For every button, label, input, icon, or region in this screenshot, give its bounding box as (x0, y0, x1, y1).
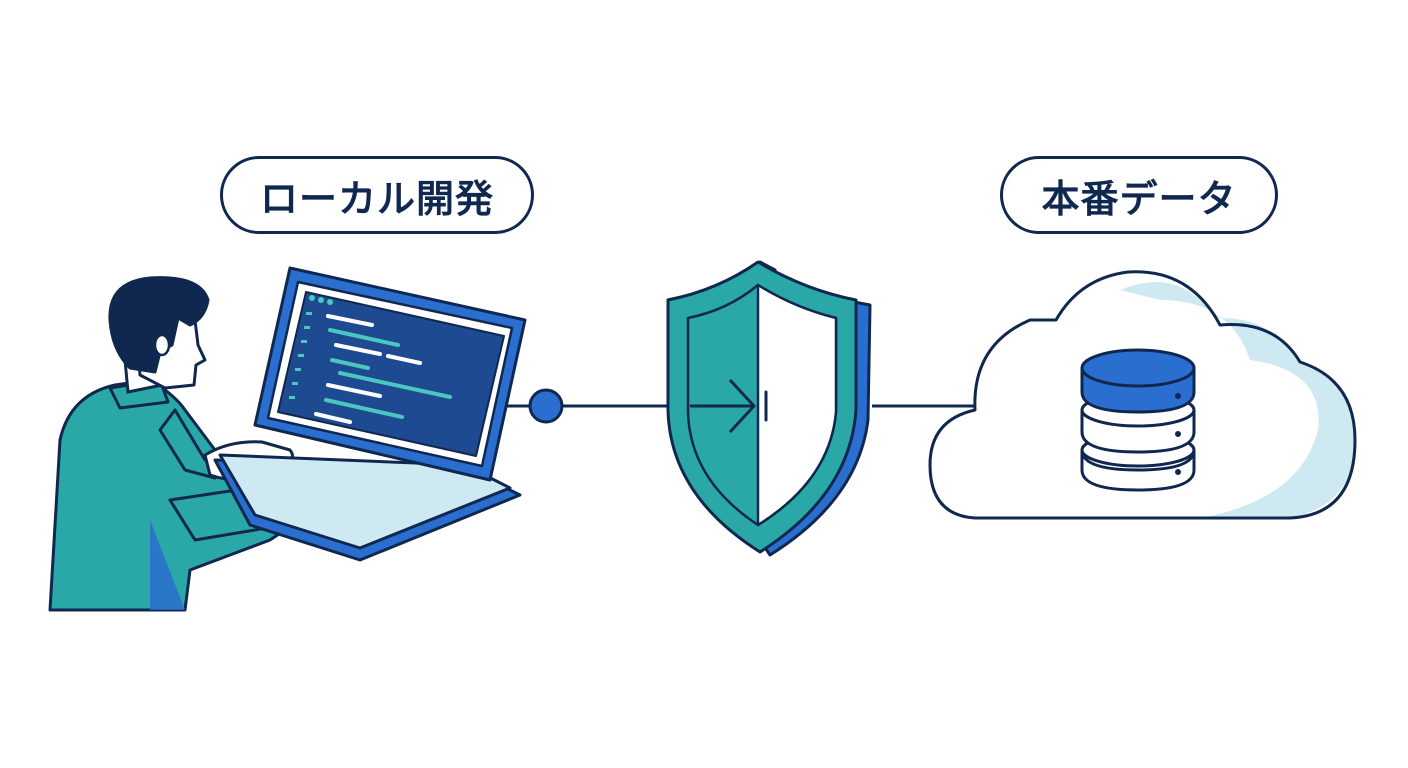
production-data-label: 本番データ (1000, 156, 1278, 234)
local-development-label: ローカル開発 (220, 156, 534, 234)
cloud-icon (928, 270, 1357, 520)
database-icon (1080, 348, 1196, 492)
arrow-icon (690, 378, 756, 434)
laptop-icon (213, 266, 527, 562)
line-gutter (289, 312, 312, 399)
connector-node (528, 388, 564, 424)
code-lines (314, 314, 452, 424)
shield-icon (666, 260, 872, 557)
